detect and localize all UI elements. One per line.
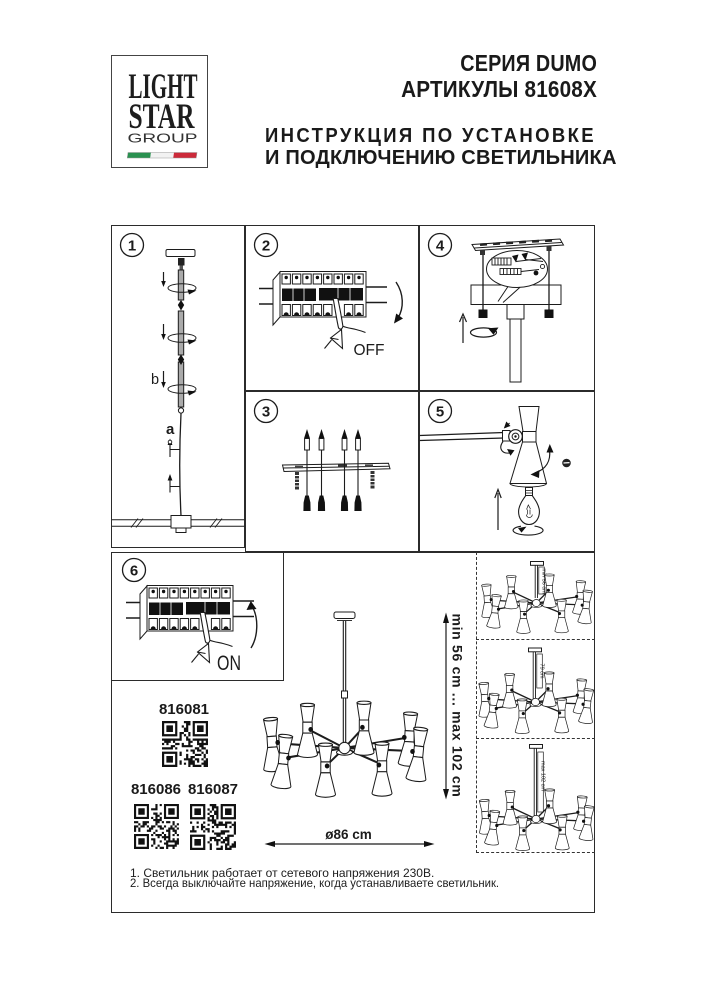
- svg-text:min 56 cm: min 56 cm: [541, 568, 547, 594]
- svg-text:6: 6: [130, 563, 138, 580]
- svg-text:OFF: OFF: [354, 342, 385, 359]
- svg-text:LIGHT: LIGHT: [129, 66, 198, 106]
- svg-text:a: a: [166, 421, 175, 438]
- svg-text:max 102 cm: max 102 cm: [540, 761, 546, 791]
- svg-text:ON: ON: [217, 652, 241, 675]
- svg-text:3: 3: [262, 404, 270, 421]
- svg-text:STAR: STAR: [129, 96, 195, 136]
- svg-text:2: 2: [262, 238, 270, 255]
- svg-text:ø86 cm: ø86 cm: [325, 827, 372, 842]
- svg-text:5: 5: [436, 404, 444, 421]
- svg-text:4: 4: [436, 238, 445, 255]
- svg-text:min 56 cm ... max 102 cm: min 56 cm ... max 102 cm: [450, 613, 466, 797]
- svg-text:1: 1: [128, 238, 136, 255]
- svg-text:79 cm: 79 cm: [539, 664, 545, 679]
- svg-text:b: b: [151, 372, 159, 388]
- svg-text:GROUP: GROUP: [128, 131, 198, 146]
